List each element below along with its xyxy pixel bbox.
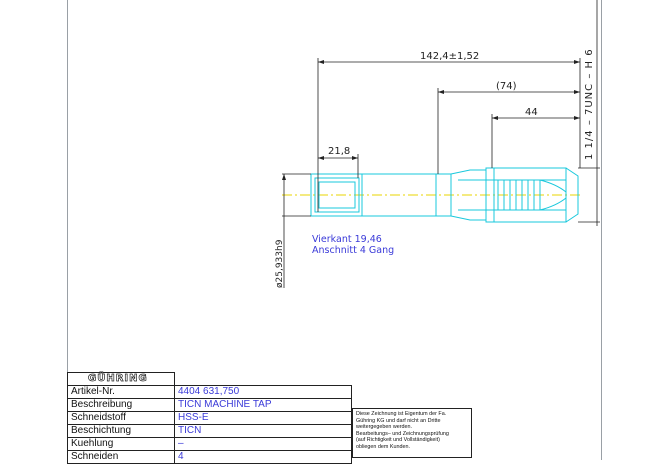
- dim-square-label: 21,8: [328, 146, 350, 157]
- note-anschnitt: Anschnitt 4 Gang: [312, 245, 394, 256]
- table-row: Artikel-Nr. 4404 631,750: [67, 385, 352, 399]
- dim-ref-label: (74): [496, 81, 517, 92]
- note-vierkant: Vierkant 19,46: [312, 234, 382, 245]
- row-label: Schneidstoff: [67, 411, 175, 425]
- row-value: 4404 631,750: [174, 385, 352, 399]
- row-value: TICN: [174, 424, 352, 438]
- notice-line: Diese Zeichnung ist Eigentum der Fa.: [356, 411, 447, 417]
- dim-thread-label: 44: [525, 107, 538, 118]
- notice-line: obliegen dem Kunden.: [356, 443, 410, 450]
- notice-line: Bearbeitungs– und Zeichnungsprüfung: [356, 430, 449, 437]
- notice-line: (auf Richtigkeit und Vollständigkeit): [356, 437, 440, 444]
- row-label: Beschichtung: [67, 424, 175, 438]
- logo-row-spacer: [174, 372, 352, 386]
- dimensions: [282, 0, 600, 288]
- logo-cell: GÜHRING: [67, 372, 175, 386]
- row-value: TICN MACHINE TAP: [174, 398, 352, 412]
- row-label: Artikel-Nr.: [67, 385, 175, 399]
- dim-overall-label: 142,4±1,52: [420, 51, 479, 62]
- dim-diameter-label: ø25,933h9: [275, 239, 285, 288]
- ownership-notice: Diese Zeichnung ist Eigentum der Fa. Güh…: [352, 408, 472, 458]
- title-block-table: GÜHRING Artikel-Nr. 4404 631,750 Beschre…: [67, 372, 352, 464]
- tap-outline: [310, 167, 579, 223]
- notice-line: weitergegeben werden.: [356, 424, 413, 431]
- company-logo: GÜHRING: [88, 373, 148, 385]
- table-row: Kuehlung –: [67, 437, 352, 451]
- technical-drawing: 142,4±1,52 (74) 44 21,8 ø25,933h9 1 1/4 …: [275, 0, 600, 288]
- table-row: Beschichtung TICN: [67, 424, 352, 438]
- row-value: 4: [174, 450, 352, 464]
- row-label: Schneiden: [67, 450, 175, 464]
- logo-row: GÜHRING: [67, 372, 352, 386]
- table-row: Schneidstoff HSS-E: [67, 411, 352, 425]
- table-row: Beschreibung TICN MACHINE TAP: [67, 398, 352, 412]
- frame-left-line: [67, 0, 68, 460]
- row-value: –: [174, 437, 352, 451]
- dimension-arrows: [282, 60, 580, 180]
- row-label: Kuehlung: [67, 437, 175, 451]
- notice-line: Gühring KG und darf nicht an Dritte: [356, 417, 441, 424]
- row-label: Beschreibung: [67, 398, 175, 412]
- frame-right-line: [601, 0, 602, 460]
- table-row: Schneiden 4: [67, 450, 352, 464]
- row-value: HSS-E: [174, 411, 352, 425]
- thread-spec-label: 1 1/4 – 7UNC – H 6: [584, 48, 595, 160]
